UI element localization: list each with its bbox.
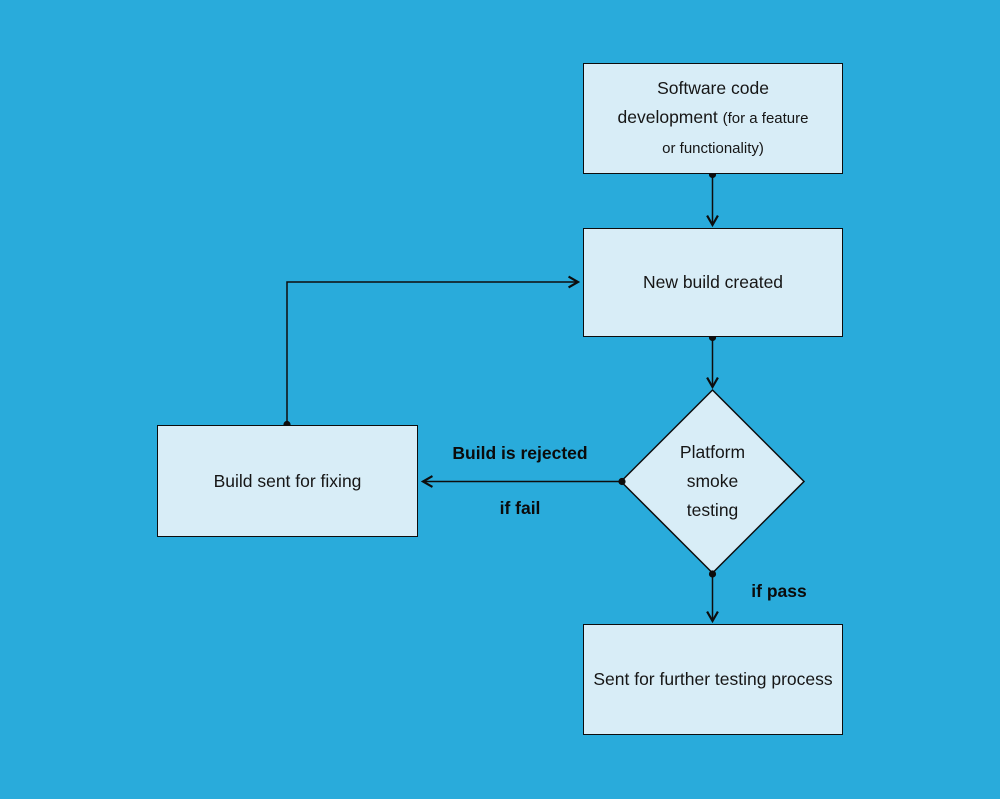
node-new-build-created-text: New build created [642, 272, 784, 292]
node-sent-for-further-testing: Sent for further testing process [583, 624, 843, 735]
edge-testing-to-fixing [420, 475, 626, 488]
node-build-sent-for-fixing-text: Build sent for fixing [213, 470, 362, 491]
node-note-text: (for a feature or functionality) [662, 110, 809, 157]
edge-label-if-fail: if fail [499, 498, 541, 518]
edge-label-build-is-rejected: Build is rejected [452, 443, 588, 463]
edge-build-to-testing [706, 333, 719, 390]
edge-fixing-to-build [283, 275, 581, 429]
node-new-build-created: New build created [583, 228, 843, 337]
node-sent-for-further-testing-text: Sent for further testing process [593, 669, 833, 689]
edge-dev-to-build [706, 170, 719, 228]
node-software-code-development-text: Software code development (for a feature… [613, 74, 813, 163]
node-main-text: Software code development [617, 78, 769, 127]
node-build-sent-for-fixing: Build sent for fixing [157, 425, 418, 537]
edge-label-if-pass: if pass [751, 581, 807, 601]
node-software-code-development: Software code development (for a feature… [583, 63, 843, 174]
node-platform-smoke-testing-text: Platform smoke testing [679, 442, 746, 520]
edge-testing-to-further [706, 570, 719, 624]
